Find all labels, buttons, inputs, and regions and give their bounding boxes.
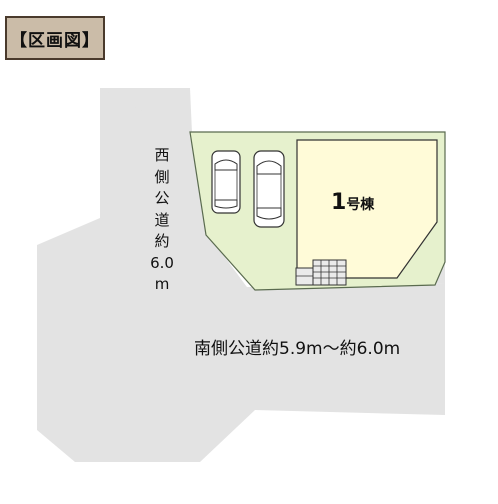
south-road-label: 南側公道約5.9m〜約6.0m [194,339,401,359]
road-south [100,283,445,462]
stairs-step [295,267,314,286]
parking-car-2 [253,150,285,228]
west-road-label: 西 側 公 道 約 6.0 m [150,145,174,296]
west-road-char: 道 [154,210,170,229]
entrance-stairs [295,259,347,286]
west-road-unit: m [154,275,170,293]
road-west [37,88,255,462]
road-north-connector [100,88,192,137]
west-road-char: 側 [154,167,170,186]
west-road-char: 公 [154,189,170,207]
building-label: 1号棟 [331,190,374,215]
building-number: 1 [331,190,347,215]
building-1 [296,139,438,279]
parking-car-1 [211,150,241,214]
west-road-char: 約 [154,232,170,250]
stairs-base [312,259,347,286]
plan-title: 【区画図】 [5,16,105,60]
building-suffix: 号棟 [346,197,375,213]
west-road-char: 西 [154,146,170,164]
west-road-width: 6.0 [150,253,174,272]
